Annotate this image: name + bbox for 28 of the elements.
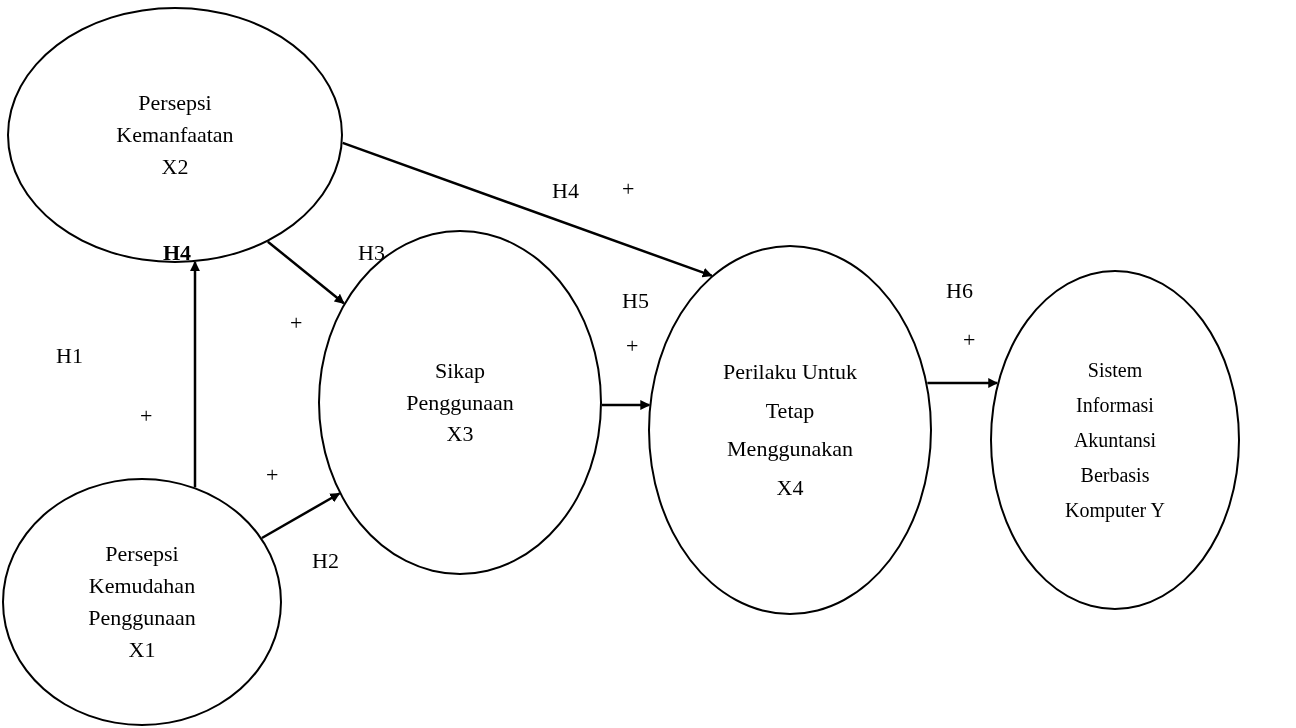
- construct-label: Perilaku Untuk Tetap Menggunakan X4: [722, 358, 858, 502]
- hypothesis-label: +: [266, 462, 279, 488]
- construct-label: Sistem Informasi Akuntansi Berbasis Komputer Y: [1065, 357, 1165, 524]
- hypothesis-label: H2: [312, 548, 339, 574]
- arrow: [342, 141, 713, 278]
- hypothesis-label: H3: [358, 240, 385, 266]
- hypothesis-label: +: [963, 327, 976, 353]
- hypothesis-label: +: [622, 176, 635, 202]
- hypothesis-label: +: [140, 403, 153, 429]
- hypothesis-label: H5: [622, 288, 649, 314]
- arrow: [927, 378, 999, 388]
- arrow: [261, 492, 341, 540]
- hypothesis-label: H1: [56, 343, 83, 369]
- construct-label: Sikap Penggunaan X3: [405, 356, 515, 449]
- hypothesis-label: +: [626, 333, 639, 359]
- arrow: [602, 400, 651, 410]
- construct-ellipse: [648, 245, 932, 615]
- construct-label: Persepsi Kemanfaatan X2: [115, 89, 235, 181]
- construct-label: Persepsi Kemudahan Penggunaan X1: [87, 540, 197, 664]
- construct-ellipse: [2, 478, 282, 726]
- hypothesis-label: +: [290, 310, 303, 336]
- hypothesis-label: H6: [946, 278, 973, 304]
- hypothesis-label: H4: [552, 178, 579, 204]
- arrow: [267, 240, 345, 305]
- construct-ellipse: [990, 270, 1240, 610]
- hypothesis-label: H4: [163, 240, 192, 266]
- construct-ellipse: [7, 7, 343, 263]
- arrow: [190, 261, 200, 488]
